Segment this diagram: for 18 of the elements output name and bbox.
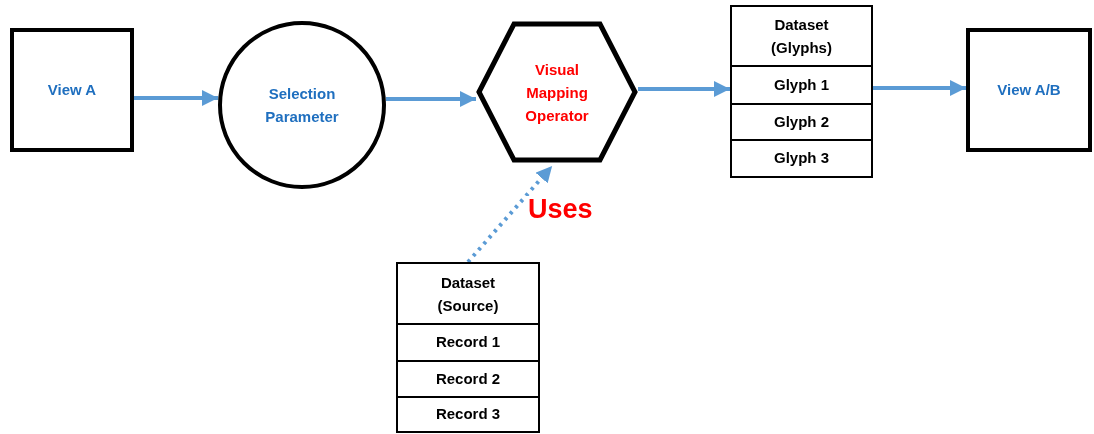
table-heading: Dataset (Glyphs) <box>770 15 833 59</box>
view-box: View A <box>10 28 134 152</box>
table-row: Record 2 <box>398 359 538 397</box>
table-heading: Dataset (Source) <box>436 272 500 316</box>
table-row: Glyph 2 <box>732 102 871 140</box>
arrow <box>873 80 966 96</box>
arrow <box>134 90 218 106</box>
dataset-table <box>396 262 540 433</box>
arrow <box>466 164 554 264</box>
arrow <box>638 81 730 97</box>
table-row: Record 1 <box>398 323 538 360</box>
table-row: Glyph 1 <box>732 65 871 103</box>
view-box: View A/B <box>966 28 1092 152</box>
dataset-table <box>730 5 873 178</box>
arrow <box>386 91 476 107</box>
table-row: Record 3 <box>398 396 538 431</box>
operator-hexagon: Visual Mapping Operator <box>476 21 638 163</box>
table-row: Glyph 3 <box>732 139 871 176</box>
